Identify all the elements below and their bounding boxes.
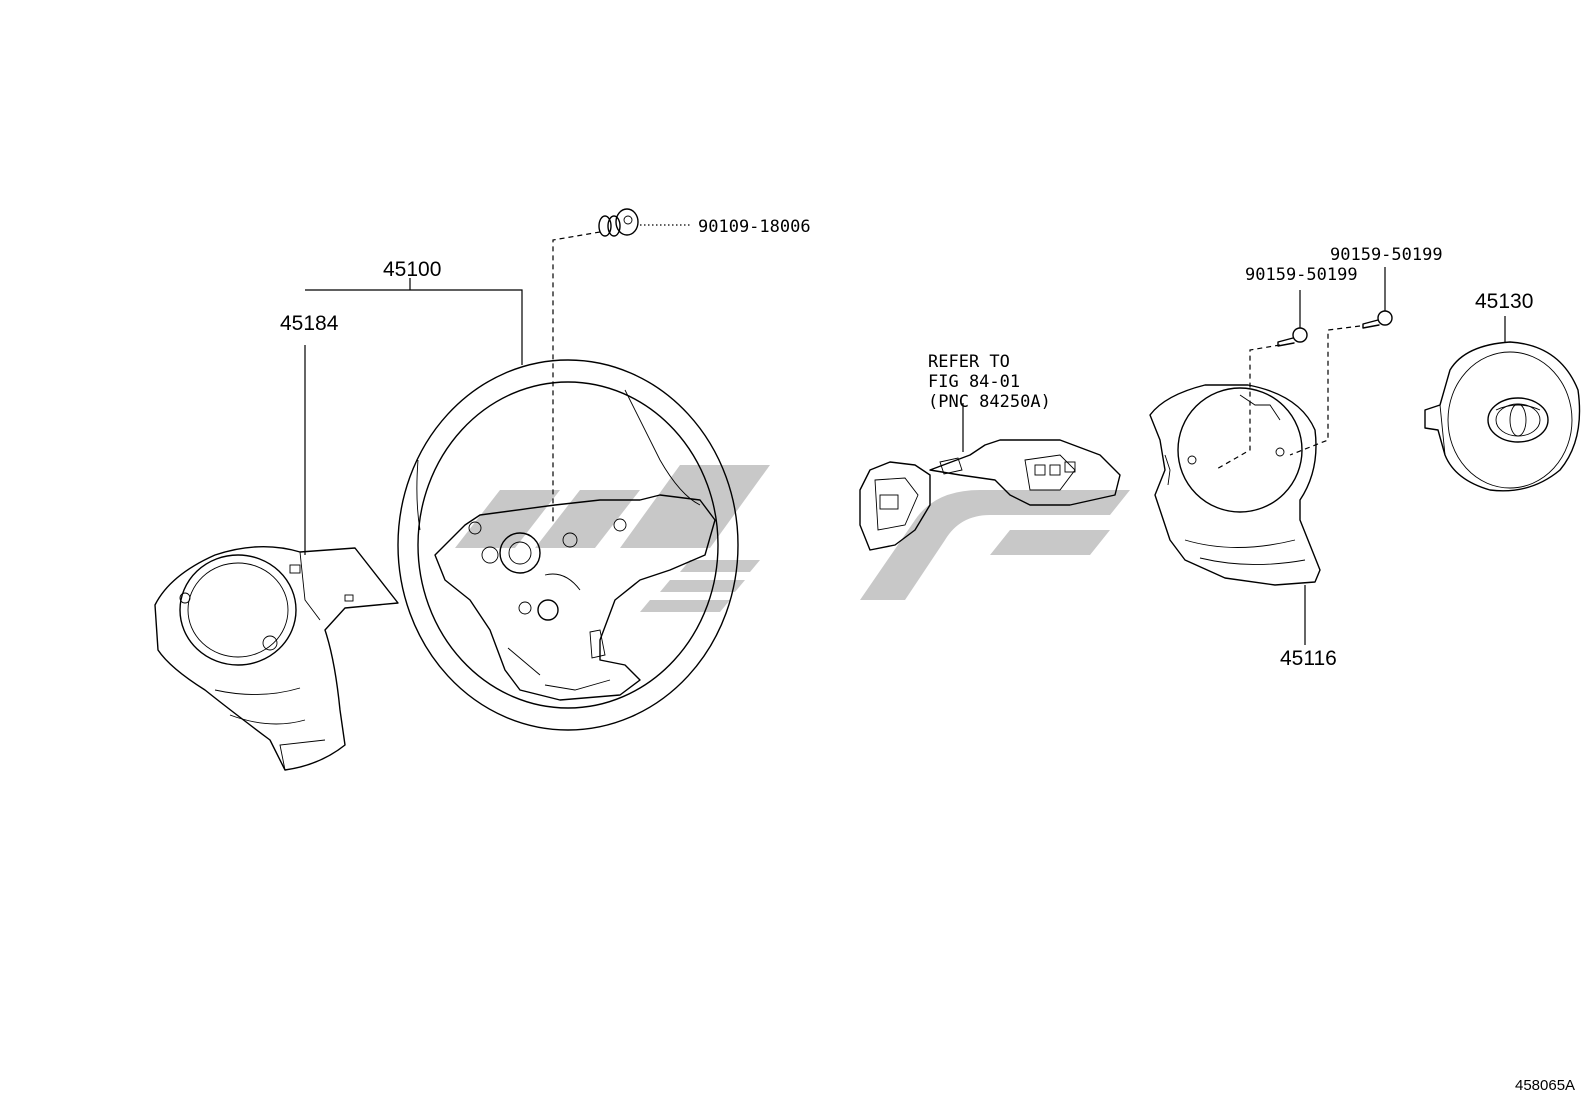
wheel-lower-cover-drawing (154, 546, 399, 771)
label-steering-wheel: 45100 (383, 258, 441, 281)
label-wheel-lower-cover: 45184 (280, 312, 339, 335)
figure-code: 458065A (1515, 1077, 1575, 1094)
refer-line-2: FIG 84-01 (928, 372, 1020, 392)
label-cover-screw-right: 90159-50199 (1330, 245, 1443, 265)
label-column-cover: 45116 (1280, 647, 1337, 670)
airbag-drawing (1424, 341, 1581, 492)
cover-screw-right-install-line (1289, 325, 1361, 456)
steering-wheel-leader (305, 289, 523, 365)
refer-line-3: (PNC 84250A) (928, 392, 1051, 412)
cover-screw-left-drawing (1277, 327, 1308, 347)
label-cover-screw-left: 90159-50199 (1245, 265, 1358, 285)
label-wheel-screw: 90109-18006 (698, 217, 811, 237)
column-cover-drawing (1149, 384, 1321, 586)
label-airbag: 45130 (1475, 290, 1533, 313)
wheel-screw-drawing (598, 208, 639, 237)
refer-line-1: REFER TO (928, 352, 1010, 372)
steering-wheel-drawing (397, 359, 739, 731)
watermark-logo (455, 465, 1130, 612)
steering-switch-drawing (859, 439, 1121, 551)
cover-screw-right-drawing (1362, 310, 1393, 329)
cover-screw-left-install-line (1214, 344, 1281, 471)
wheel-screw-install-line (552, 231, 601, 525)
